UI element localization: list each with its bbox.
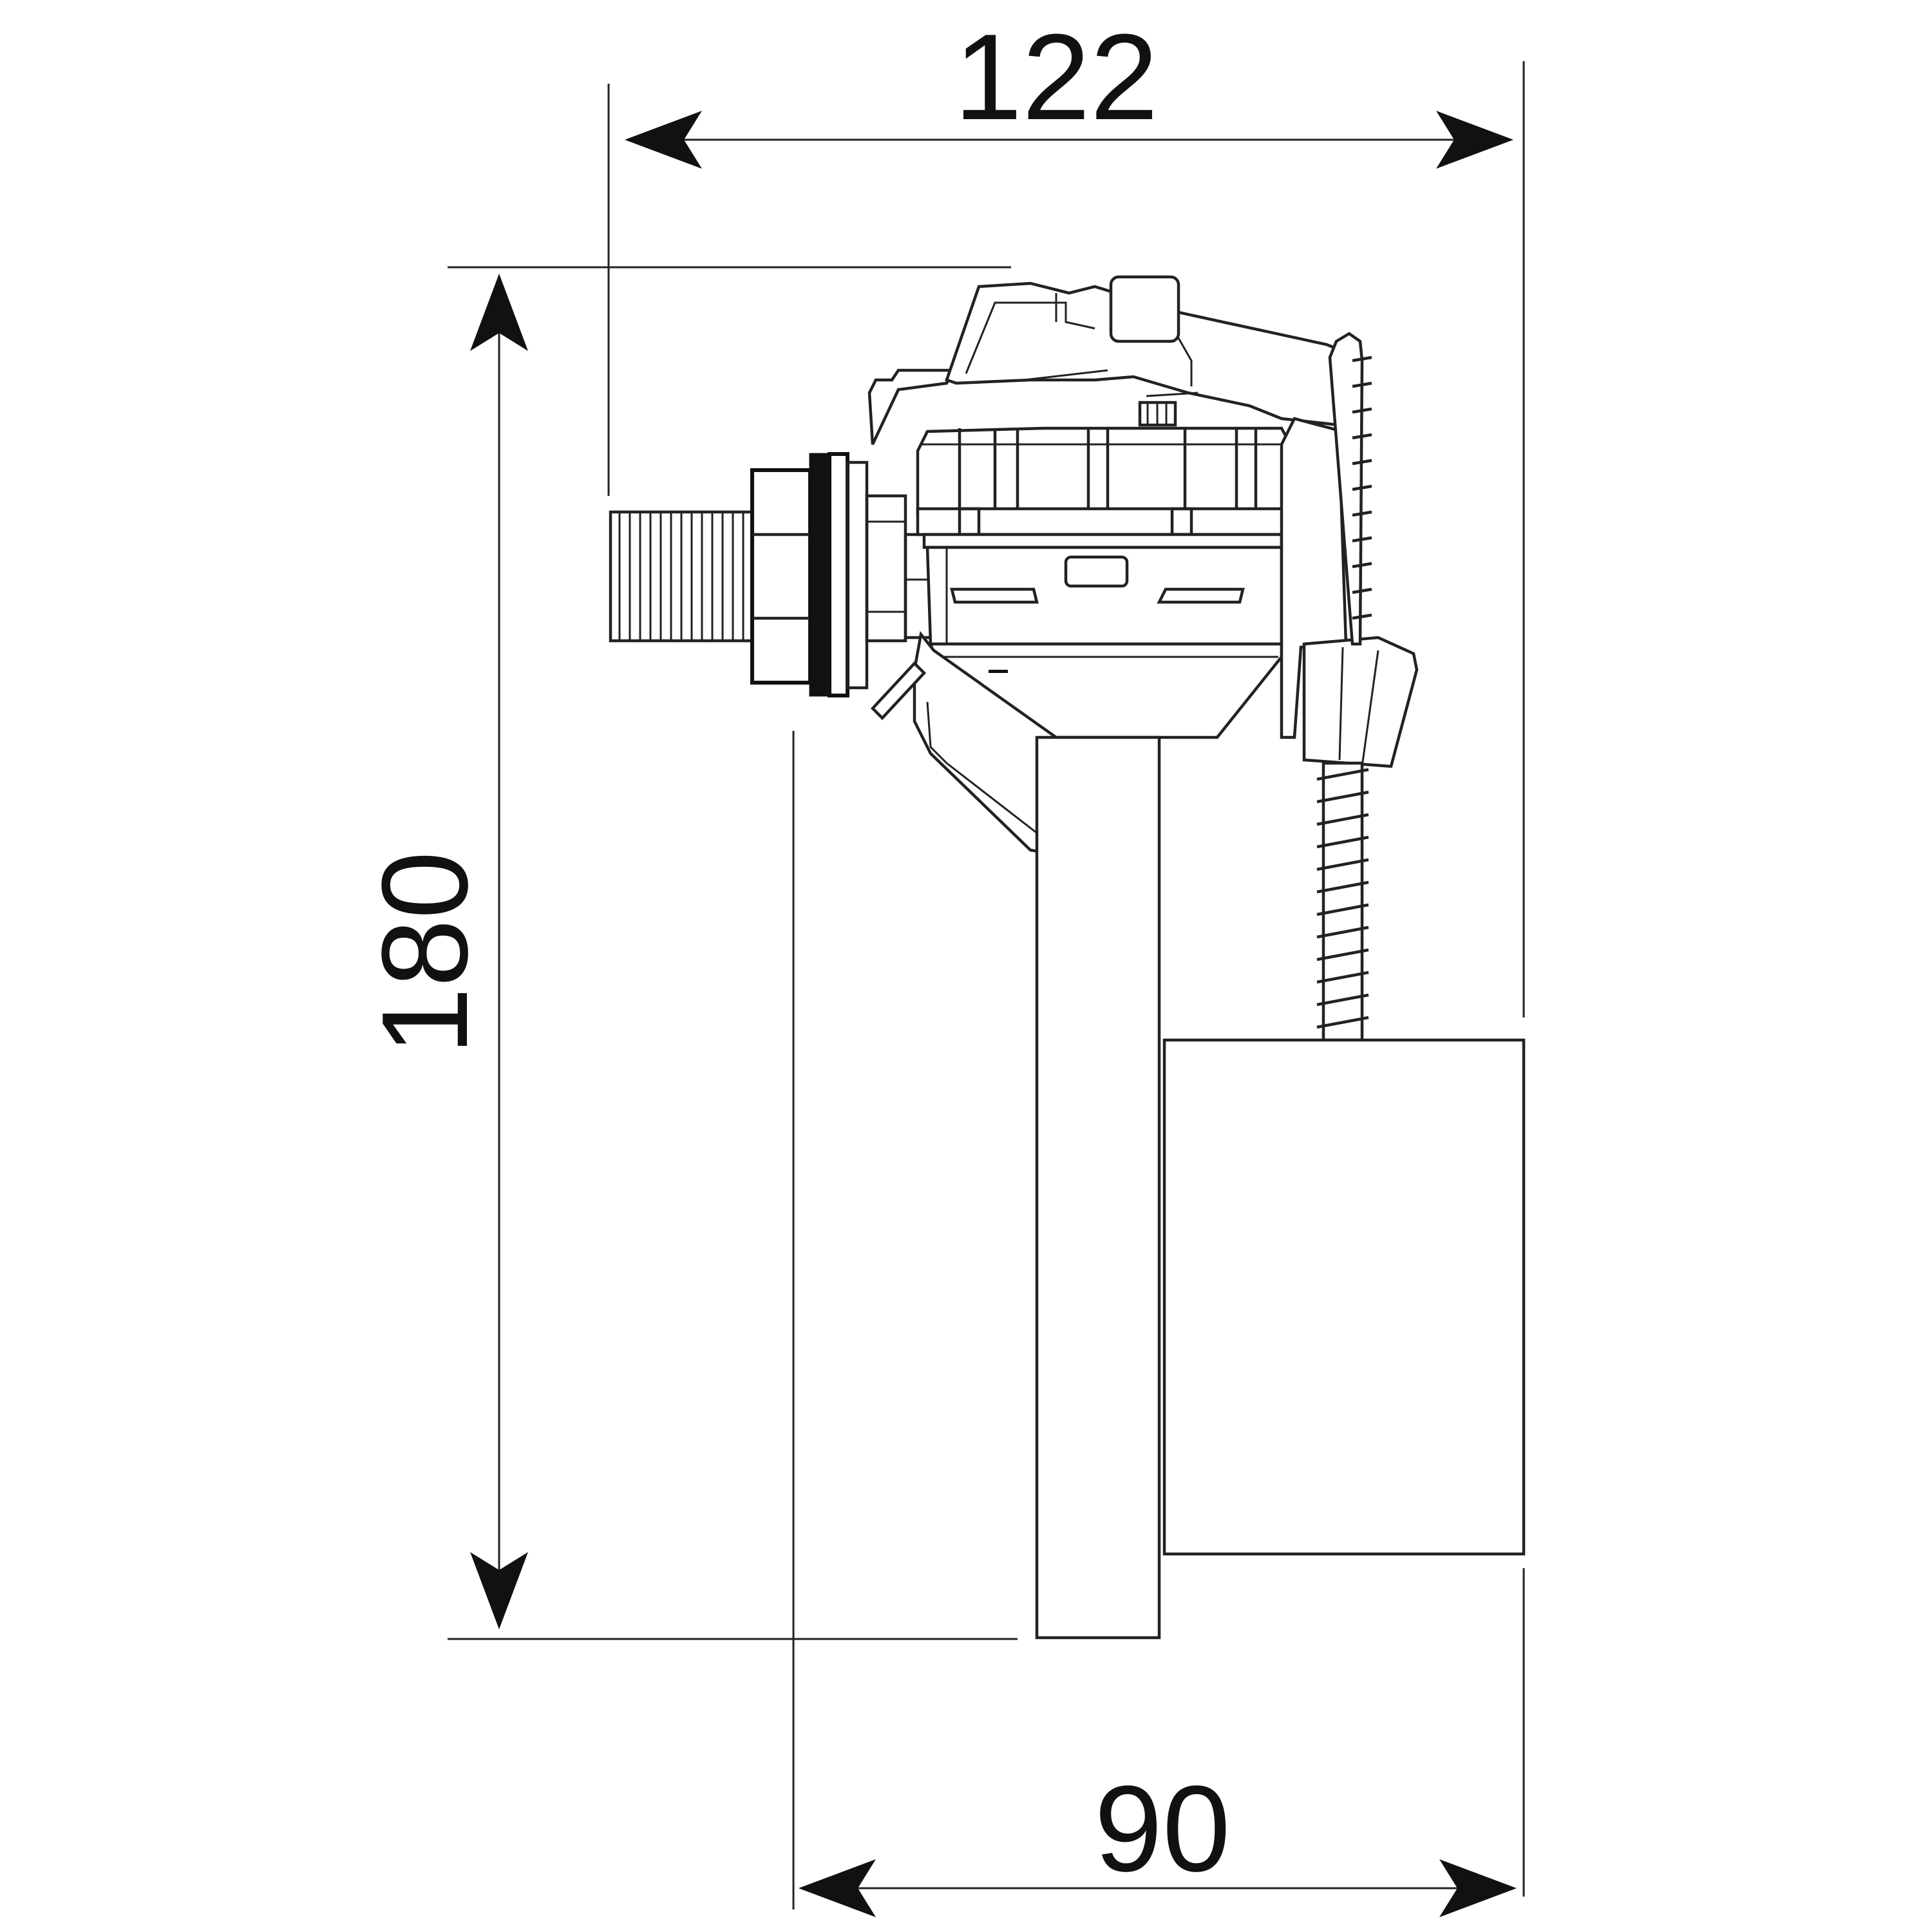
float-body — [1162, 1038, 1526, 1556]
arrowhead-right-icon — [1436, 111, 1513, 169]
dimension-label-top: 122 — [954, 9, 1158, 146]
float-guide — [1280, 417, 1419, 768]
arrowhead-up-icon — [470, 274, 528, 351]
threaded-inlet — [609, 510, 754, 643]
dimension-bottom-width: 90 — [792, 731, 1525, 1917]
dimension-top-width: 122 — [607, 9, 1525, 1018]
dimension-label-height: 180 — [357, 851, 493, 1055]
gasket — [809, 452, 869, 697]
float-valve — [609, 275, 1526, 1640]
valve-cap — [916, 426, 1289, 549]
arrowhead-left-icon — [625, 111, 702, 169]
arrowhead-bottom-left-icon — [799, 1859, 876, 1917]
adjusting-spring-upper — [1328, 332, 1372, 646]
arrowhead-bottom-right-icon — [1439, 1859, 1517, 1917]
arrowhead-down-icon — [470, 1552, 528, 1629]
lever-arm — [867, 275, 1351, 445]
dimension-label-bottom: 90 — [1094, 1761, 1230, 1897]
adjusting-spring-lower — [1316, 761, 1369, 1042]
valve-stem — [1035, 735, 1161, 1640]
valve-body — [925, 545, 1283, 739]
lock-nut — [750, 468, 812, 685]
dimension-height: 180 — [357, 266, 1018, 1640]
